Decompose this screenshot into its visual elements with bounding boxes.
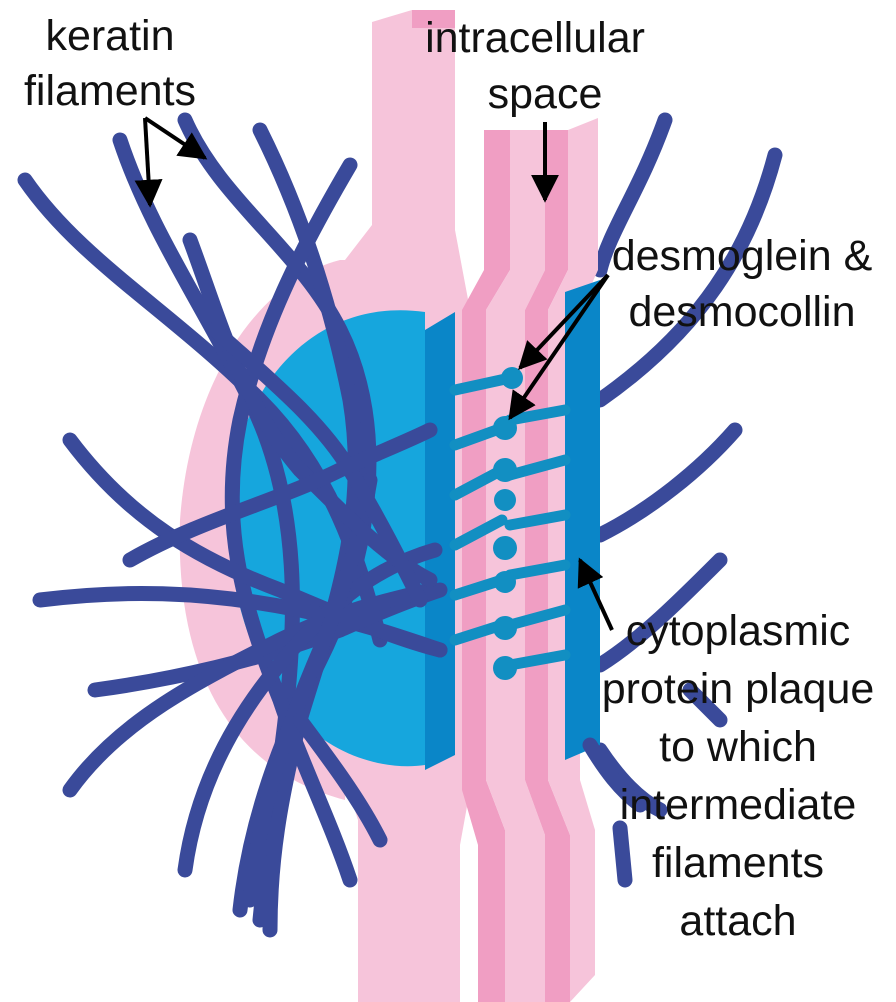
left-plaque-edge [425,312,455,770]
cadherin-head [493,536,517,560]
cadherin-head [501,367,523,389]
desmo-label-line2: desmocollin [628,288,855,336]
plaque-label-line5: filaments [652,839,824,887]
cadherin-head [494,571,516,593]
intracellular-label-line2: space [488,70,603,118]
plaque-label-line1: cytoplasmic [626,607,851,655]
plaque-label-line4: intermediate [620,781,857,829]
right-plaque [565,280,600,760]
plaque-label-line2: protein plaque [602,665,875,713]
cadherin-head [493,656,517,680]
cadherin-head [493,416,517,440]
desmo-label-line1: desmoglein & [612,232,873,280]
plaque-label-line6: attach [679,897,796,945]
keratin-filament [620,828,625,880]
cadherin-head [494,489,516,511]
keratin-filament [600,430,735,535]
cadherin-head [493,616,517,640]
plaque-label-line3: to which [659,723,817,771]
cadherin-head [493,458,517,482]
keratin-label-line2: filaments [24,67,196,115]
intracellular-label-line1: intracellular [425,14,645,62]
keratin-label-line1: keratin [45,12,174,60]
